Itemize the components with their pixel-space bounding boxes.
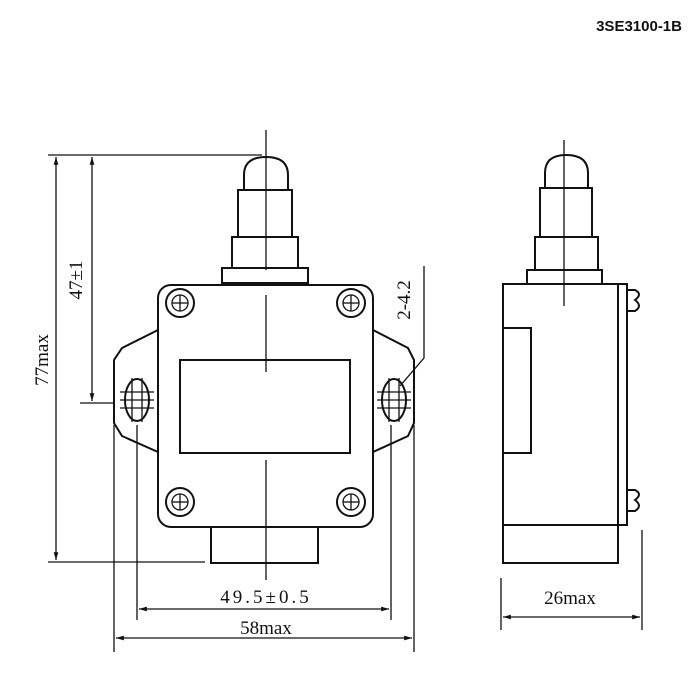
plunger-dome bbox=[243, 155, 289, 191]
front-view bbox=[113, 130, 415, 580]
hole-dimension-label: 2-4.2 bbox=[394, 280, 415, 320]
part-number-title: 3SE3100-1B bbox=[596, 18, 682, 35]
left-flange bbox=[113, 329, 159, 453]
depth-dimension-label: 26max bbox=[544, 588, 596, 609]
terminal-screw-icon bbox=[627, 289, 640, 512]
plunger-rod bbox=[237, 189, 293, 238]
mount-nut bbox=[221, 267, 309, 284]
side-view: 26max bbox=[500, 140, 643, 630]
screw-icon bbox=[165, 288, 366, 517]
front-dimensions: 77max 47±1 49.5±0.5 58max 2-4.2 bbox=[32, 154, 425, 652]
width-dimension-label: 58max bbox=[240, 618, 292, 639]
window bbox=[179, 359, 351, 454]
mount-slot-icon bbox=[120, 378, 411, 422]
right-flange bbox=[372, 329, 415, 453]
bottom-base bbox=[210, 526, 319, 564]
plunger-dimension-label: 47±1 bbox=[66, 261, 87, 300]
mount-spacing-label: 49.5±0.5 bbox=[220, 587, 311, 608]
height-dimension-label: 77max bbox=[32, 334, 53, 386]
hex-bushing bbox=[231, 236, 299, 269]
